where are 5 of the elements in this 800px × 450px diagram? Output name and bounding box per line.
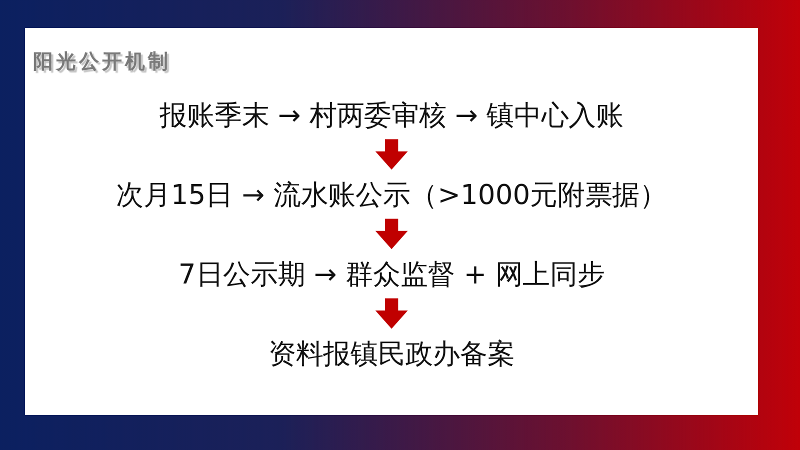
step-text: 报账季末 → 村两委审核 → 镇中心入账 xyxy=(160,100,624,132)
step-text: 7日公示期 → 群众监督 + 网上同步 xyxy=(178,259,605,291)
step-text: 资料报镇民政办备案 xyxy=(268,338,515,370)
slide-title: 阳光公开机制 xyxy=(33,48,171,75)
step-text: 次月15日 → 流水账公示（>1000元附票据） xyxy=(116,180,667,212)
